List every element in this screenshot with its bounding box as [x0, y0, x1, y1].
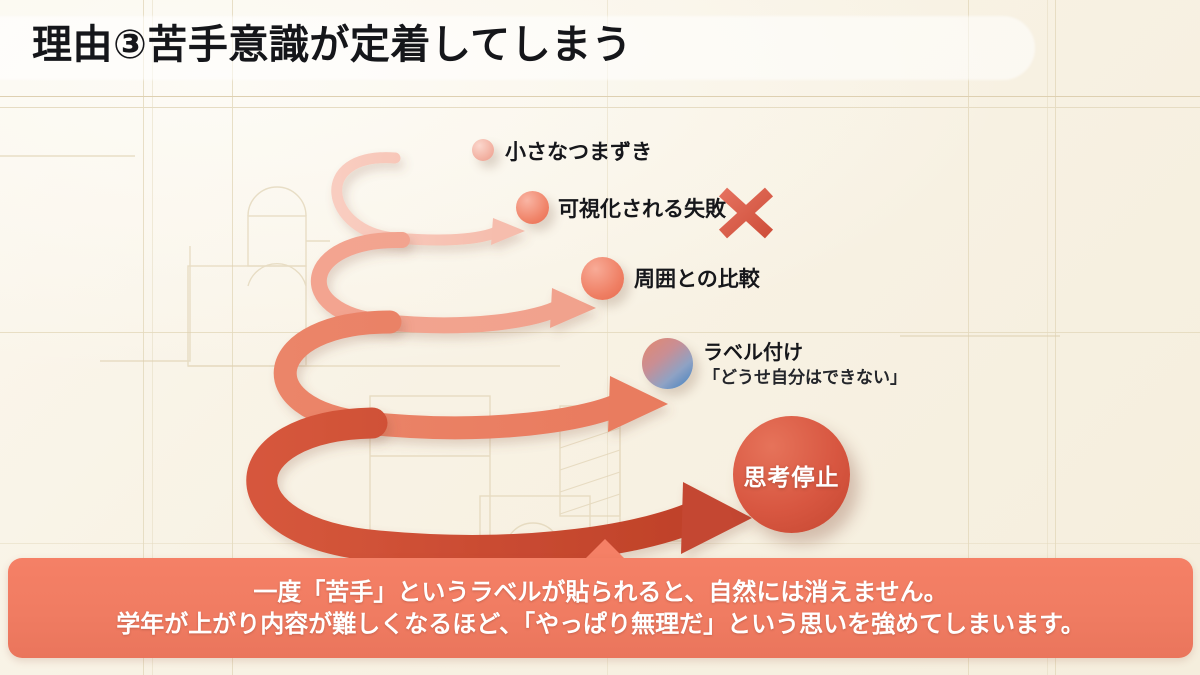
node-label-small-stumble: 小さなつまずき	[505, 140, 652, 164]
banner-pointer	[584, 539, 626, 560]
banner-line-1: 一度「苦手」というラベルが貼られると、自然には消えません。	[253, 577, 948, 606]
node-thought-stop[interactable]: 思考停止	[733, 416, 850, 533]
summary-banner: 一度「苦手」というラベルが貼られると、自然には消えません。 学年が上がり内容が難…	[8, 558, 1193, 658]
header-divider-secondary	[0, 107, 1200, 108]
node-labeling[interactable]	[642, 338, 693, 389]
header-divider	[0, 96, 1200, 97]
node-peer-comparison[interactable]	[581, 257, 624, 300]
node-label-peer-comparison: 周囲との比較	[634, 267, 760, 291]
node-visible-failure[interactable]	[516, 191, 549, 224]
banner-line-2: 学年が上がり内容が難しくなるほど、「やっぱり無理だ」という思いを強めてしまいます…	[116, 610, 1085, 638]
node-label-visible-failure: 可視化される失敗	[558, 197, 726, 221]
page-title: 理由③苦手意識が定着してしまう	[32, 22, 633, 68]
node-small-stumble[interactable]	[472, 139, 494, 161]
node-label-labeling: ラベル付け	[703, 340, 803, 364]
spiral-arrows	[246, 152, 752, 566]
node-sublabel-labeling: 「どうせ自分はできない」	[703, 368, 907, 388]
title-backdrop	[0, 16, 1035, 80]
node-thought-stop-label: 思考停止	[743, 464, 840, 491]
x-mark-icon	[718, 187, 774, 239]
slide-header: 理由③苦手意識が定着してしまう	[0, 0, 1200, 96]
